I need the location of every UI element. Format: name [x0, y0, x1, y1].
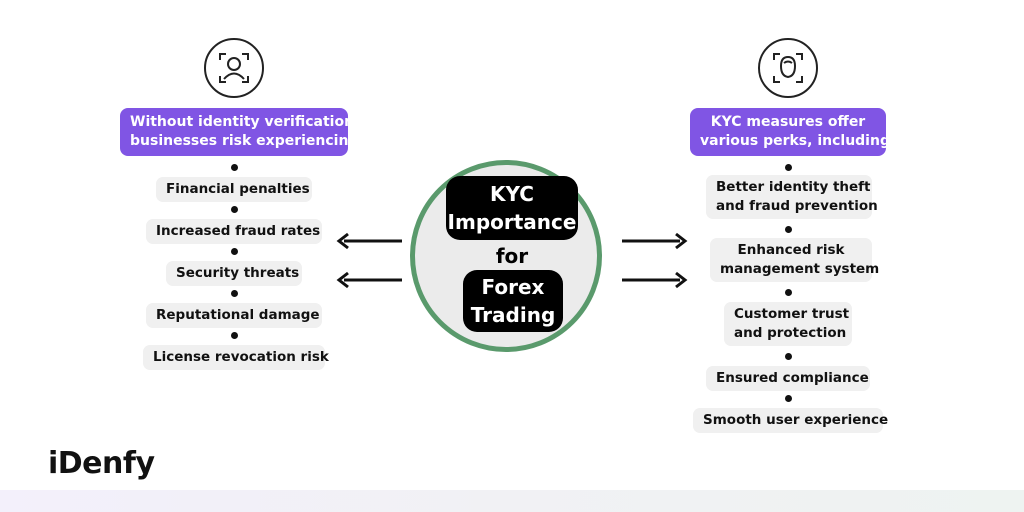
left-arrow-icon [336, 232, 402, 250]
right-item-line: Enhanced risk [737, 242, 845, 258]
connector-dot [785, 289, 792, 296]
right-item-line: and fraud prevention [716, 198, 878, 214]
connector-dot [231, 290, 238, 297]
connector-dot [231, 332, 238, 339]
connector-dot [785, 353, 792, 360]
left-item: Security threats [166, 261, 302, 286]
center-title-line-5: Trading [470, 303, 556, 327]
right-item: Better identity theft and fraud preventi… [706, 175, 878, 219]
user-scan-icon [204, 38, 264, 98]
left-header-line-1: Without identity verification, [130, 114, 360, 130]
right-arrow-icon [622, 232, 688, 250]
right-item: Smooth user experience [693, 408, 888, 433]
center-title-line-2: Importance [447, 210, 577, 234]
right-item-line: Customer trust [734, 306, 850, 322]
face-scan-icon [758, 38, 818, 98]
right-item: Customer trust and protection [724, 302, 852, 346]
left-item: License revocation risk [143, 345, 329, 370]
connector-dot [785, 395, 792, 402]
center-title-line-1: KYC [490, 182, 534, 206]
left-item: Financial penalties [156, 177, 312, 202]
left-header-line-2: businesses risk experiencing: [130, 133, 365, 149]
left-item: Reputational damage [146, 303, 322, 328]
connector-dot [785, 226, 792, 233]
left-item: Increased fraud rates [146, 219, 322, 244]
left-arrow-icon [336, 271, 402, 289]
center-title-for: for [495, 244, 529, 268]
center-title-box: KYC Importance [446, 176, 578, 240]
right-arrow-icon [622, 271, 688, 289]
connector-dot [231, 164, 238, 171]
right-item-line: and protection [734, 325, 847, 341]
right-item-line: Better identity theft [716, 179, 871, 195]
right-header: KYC measures offer various perks, includ… [690, 108, 896, 156]
right-item-line: management system [720, 261, 880, 277]
connector-dot [231, 206, 238, 213]
center-title-line-4: Forex [481, 275, 545, 299]
center-subtitle-box: Forex Trading [463, 270, 563, 332]
connector-dot [231, 248, 238, 255]
connector-dot [785, 164, 792, 171]
right-header-line-1: KYC measures offer [710, 114, 866, 130]
right-header-line-2: various perks, including: [700, 133, 896, 149]
right-item: Ensured compliance [706, 366, 870, 391]
left-header: Without identity verification, businesse… [120, 108, 365, 156]
right-item: Enhanced risk management system [710, 238, 880, 282]
bottom-gradient-band [0, 490, 1024, 512]
idenfy-logo: iDenfy [48, 446, 155, 481]
